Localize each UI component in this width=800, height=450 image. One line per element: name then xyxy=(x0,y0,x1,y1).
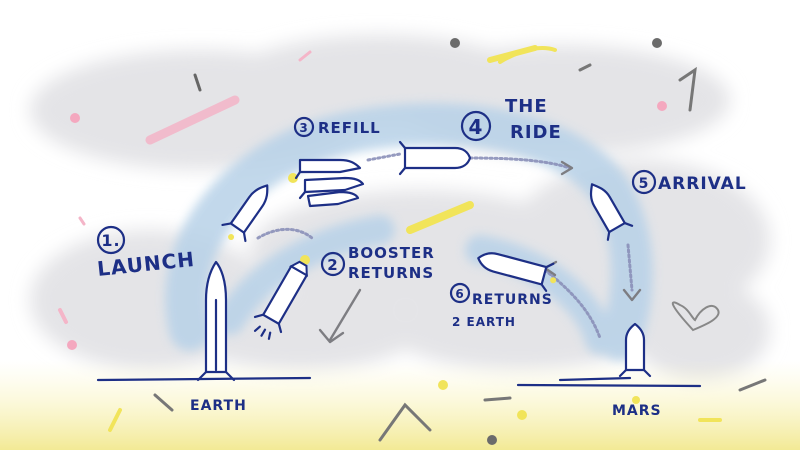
earth-label: EARTH xyxy=(190,398,247,414)
ground-glow xyxy=(0,360,800,450)
decor-dots xyxy=(67,38,667,445)
rocket-launch-icon xyxy=(221,184,269,243)
step-5-circle xyxy=(631,169,657,195)
rocket-arrival-icon xyxy=(589,183,634,241)
step-number-circles xyxy=(96,110,657,304)
step-3-circle xyxy=(293,116,315,138)
step-1-number: 1. xyxy=(101,231,120,250)
rocket-return-icon xyxy=(477,252,557,292)
step-6-label-line2: 2 EARTH xyxy=(452,315,516,329)
step-6-label-line1: RETURNS xyxy=(472,292,553,308)
step-2-label-line1: BOOSTER xyxy=(348,244,435,262)
step-2-label-line2: RETURNS xyxy=(348,264,434,282)
ground-lines xyxy=(96,376,702,388)
rocket-booster-icon xyxy=(253,260,308,340)
step-6-number: 6 xyxy=(455,287,464,301)
step-5-number: 5 xyxy=(639,176,650,192)
step-4-label-line2: RIDE xyxy=(510,122,562,143)
mars-label: MARS xyxy=(612,403,662,419)
rocket-ride-icon xyxy=(398,140,472,176)
step-3-number: 3 xyxy=(299,121,308,135)
rocket-mars-landed-icon xyxy=(618,322,652,378)
step-6-circle xyxy=(449,282,471,304)
rocket-earth-pad-icon xyxy=(196,260,236,382)
step-4-circle xyxy=(460,110,492,142)
rocket-refill-icon xyxy=(294,158,365,208)
step-3-label: REFILL xyxy=(318,119,381,137)
step-4-label-line1: THE xyxy=(505,96,548,117)
heart-icon xyxy=(671,301,720,332)
step-1-circle xyxy=(96,225,126,255)
step-5-label: ARRIVAL xyxy=(658,174,747,194)
decor-strokes xyxy=(58,45,767,442)
step-4-number: 4 xyxy=(469,115,484,139)
background-smudges xyxy=(30,35,770,380)
exhaust-trails xyxy=(256,152,634,340)
step-2-circle xyxy=(320,251,346,277)
step-2-number: 2 xyxy=(327,256,338,274)
